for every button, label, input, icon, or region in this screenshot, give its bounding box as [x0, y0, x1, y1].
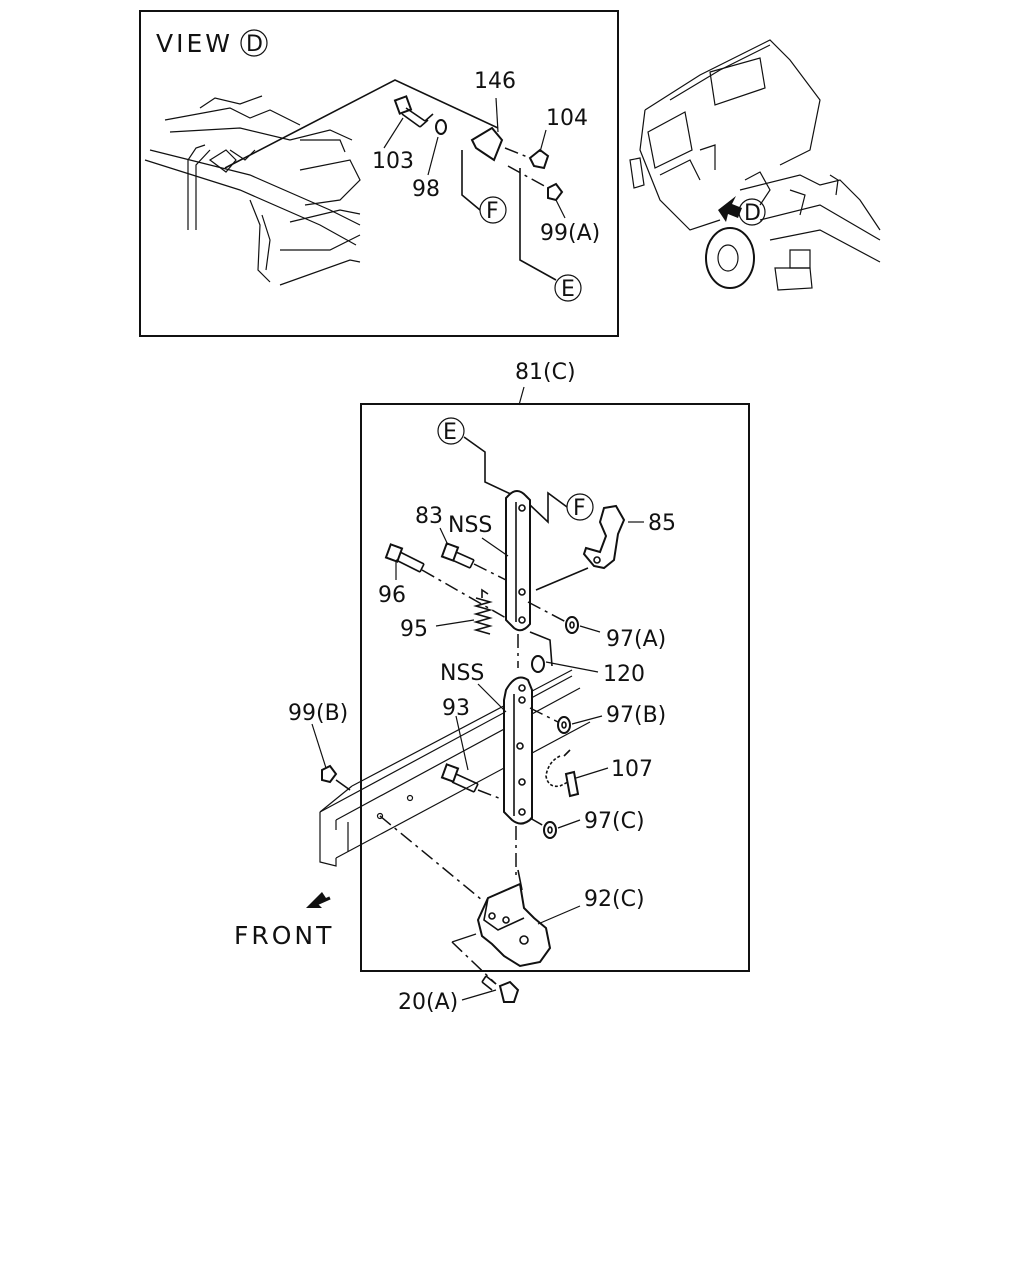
- callout-nss-top: NSS: [448, 513, 492, 538]
- view-d-marker-circle: D: [240, 29, 268, 57]
- callout-85: 85: [648, 511, 676, 536]
- upper-link-arm: [505, 490, 531, 632]
- callout-107: 107: [611, 757, 653, 782]
- nut-99b: [311, 723, 351, 791]
- callout-nss-bottom: NSS: [440, 661, 484, 686]
- nut-99a: [507, 165, 566, 219]
- ref-e-circle: E: [554, 274, 582, 302]
- bolt-103: [383, 95, 434, 149]
- callout-95: 95: [400, 617, 428, 642]
- front-label: FRONT: [234, 921, 334, 950]
- view-d-panel: VIEW D: [139, 10, 619, 337]
- callout-83: 83: [415, 504, 443, 529]
- bolt-104: [504, 129, 550, 170]
- callout-98: 98: [412, 177, 440, 202]
- truck-view-marker: D: [744, 201, 761, 226]
- spring-95: [435, 588, 493, 635]
- callout-97a: 97(A): [606, 627, 666, 652]
- main-ref-f-circle: F: [566, 493, 594, 521]
- bolt-96: [384, 543, 507, 619]
- assembly-label: 81(C): [515, 360, 576, 385]
- chassis-sketch: [144, 95, 361, 286]
- truck-overview: [629, 39, 881, 291]
- callout-104: 104: [546, 106, 588, 131]
- washer-98: [427, 119, 447, 176]
- ref-e-letter: E: [561, 277, 575, 302]
- lower-link-arm: [503, 676, 533, 825]
- callout-20a: 20(A): [398, 990, 458, 1015]
- pin-83: [439, 527, 507, 581]
- washer-97a: [527, 601, 601, 634]
- callout-120: 120: [603, 662, 645, 687]
- bolt-20a: [451, 933, 520, 1003]
- main-ref-e-letter: E: [443, 420, 457, 445]
- callout-97b: 97(B): [606, 703, 666, 728]
- view-d-arrow: D: [718, 196, 766, 226]
- front-arrow-icon: [306, 892, 331, 908]
- bracket-92c: [476, 869, 581, 968]
- callout-99a: 99(A): [540, 221, 600, 246]
- callout-146: 146: [474, 69, 516, 94]
- callout-92c: 92(C): [584, 887, 645, 912]
- callout-93: 93: [442, 696, 470, 721]
- pin-93: [440, 715, 505, 801]
- callout-97c: 97(C): [584, 809, 645, 834]
- bracket-85: [535, 504, 644, 591]
- view-d-frame: [139, 10, 619, 337]
- assembly-frame: [360, 403, 750, 972]
- washer-97b: [529, 707, 603, 734]
- main-assembly: 81(C) E F: [234, 360, 750, 1015]
- view-d-title: VIEW: [156, 29, 233, 58]
- washer-97c: [529, 817, 581, 839]
- ref-f-circle: F: [479, 196, 507, 224]
- washer-120: [529, 631, 599, 673]
- main-ref-e-circle: E: [437, 417, 465, 445]
- view-d-marker-letter: D: [246, 32, 263, 57]
- callout-103: 103: [372, 149, 414, 174]
- main-ref-f-letter: F: [573, 496, 586, 521]
- bracket-146: [470, 97, 504, 162]
- callout-99b: 99(B): [288, 701, 348, 726]
- ref-f-letter: F: [486, 199, 499, 224]
- clip-pin-107: [545, 749, 609, 798]
- callout-96: 96: [378, 583, 406, 608]
